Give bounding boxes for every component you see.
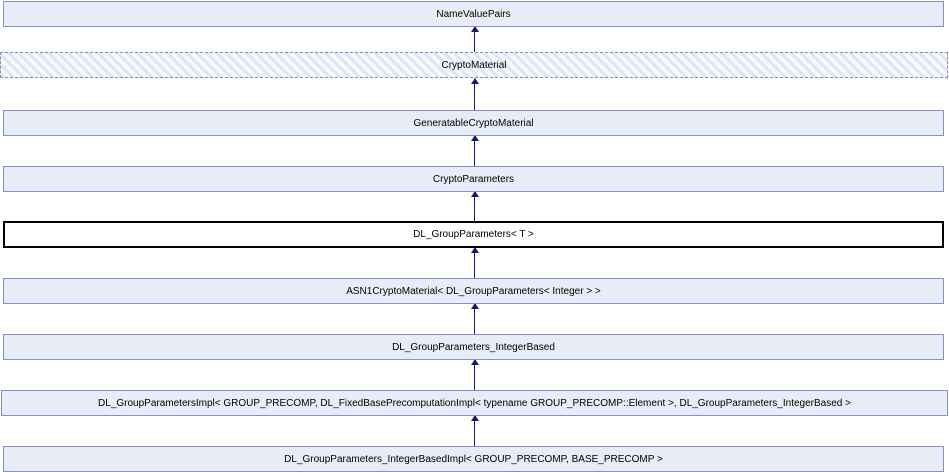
class-node-label: NameValuePairs [436,8,511,20]
inheritance-arrowhead-7 [471,359,479,365]
inheritance-arrowhead-5 [471,247,479,253]
class-node-label: DL_GroupParametersImpl< GROUP_PRECOMP, D… [98,397,851,409]
class-node-label: CryptoMaterial [441,59,507,71]
class-node-name-value-pairs[interactable]: NameValuePairs [3,1,944,27]
inheritance-arrowhead-3 [471,135,479,141]
inheritance-edge-6 [474,304,475,334]
inheritance-edge-3 [474,136,475,166]
inheritance-arrowhead-4 [471,191,479,197]
class-node-generatable-crypto-material[interactable]: GeneratableCryptoMaterial [3,110,944,136]
class-node-label: CryptoParameters [432,173,515,185]
inheritance-edge-7 [474,360,475,390]
inheritance-edge-8 [474,416,475,446]
inheritance-edge-2 [474,79,475,110]
class-node-dl-group-parameters-impl[interactable]: DL_GroupParametersImpl< GROUP_PRECOMP, D… [1,390,948,416]
inheritance-arrowhead-6 [471,303,479,309]
inheritance-arrowhead-8 [471,415,479,421]
class-node-dl-group-parameters-integerbased-impl[interactable]: DL_GroupParameters_IntegerBasedImpl< GRO… [3,446,944,472]
class-node-crypto-parameters[interactable]: CryptoParameters [3,166,944,192]
inheritance-edge-4 [474,192,475,221]
class-node-dl-group-parameters-t[interactable]: DL_GroupParameters< T > [3,221,944,248]
class-node-label: DL_GroupParameters_IntegerBasedImpl< GRO… [284,453,663,465]
class-node-label: ASN1CryptoMaterial< DL_GroupParameters< … [346,285,601,297]
class-node-label: GeneratableCryptoMaterial [413,117,534,129]
class-node-label: DL_GroupParameters< T > [413,229,534,240]
class-node-asn1-crypto-material[interactable]: ASN1CryptoMaterial< DL_GroupParameters< … [3,278,944,304]
class-node-crypto-material[interactable]: CryptoMaterial [0,52,948,78]
inheritance-edge-5 [474,248,475,278]
inheritance-arrowhead-2 [471,78,479,84]
class-node-dl-group-parameters-integerbased[interactable]: DL_GroupParameters_IntegerBased [3,334,944,360]
class-node-label: DL_GroupParameters_IntegerBased [392,341,555,353]
inheritance-edge-1 [474,27,475,52]
inheritance-arrowhead-1 [471,26,479,32]
